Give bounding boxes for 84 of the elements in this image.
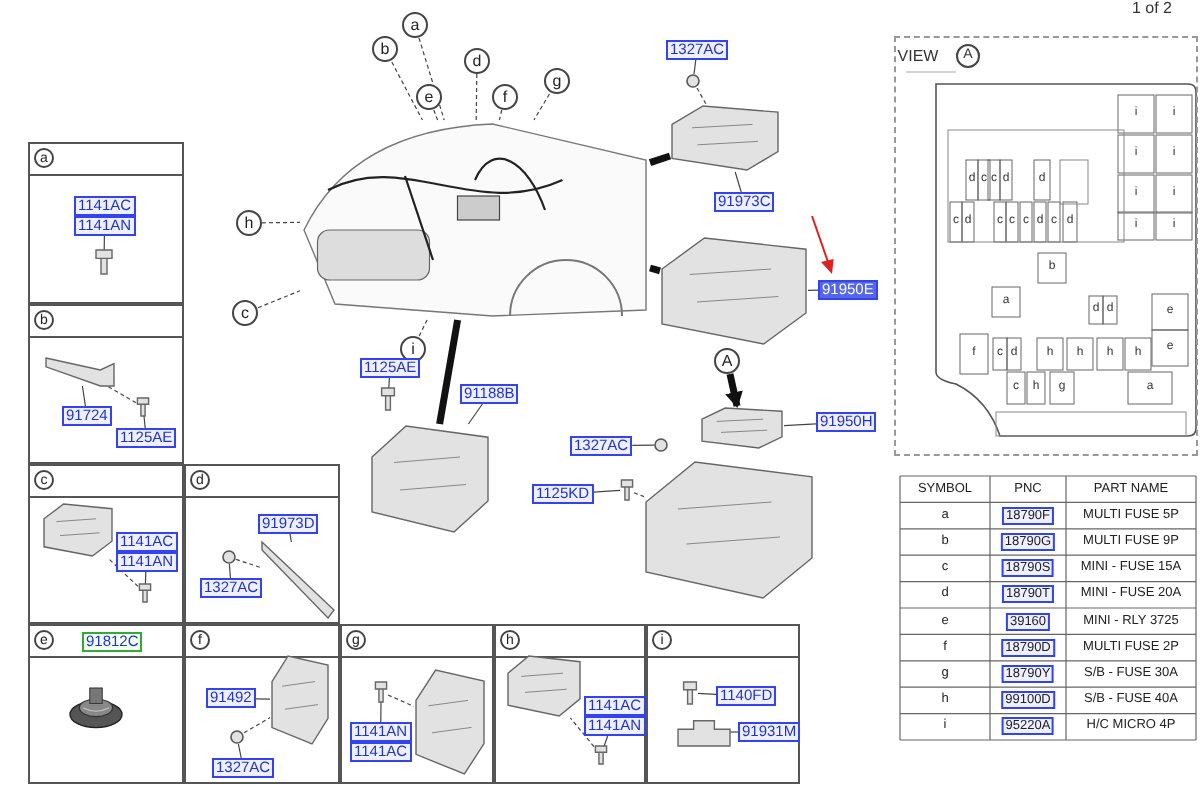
leader-line (81, 385, 86, 407)
leader-line (467, 403, 483, 425)
page-number: 1 of 2 (1132, 1, 1172, 15)
leader-line (418, 319, 428, 337)
leader-line (289, 533, 292, 543)
leader-line (697, 692, 717, 695)
leader-line (633, 492, 645, 498)
leader-line (255, 698, 271, 700)
bolt-drawing (594, 746, 608, 764)
callout-letter: A (714, 348, 740, 374)
callout-letter: b (372, 36, 398, 62)
callout-letter: c (232, 300, 258, 326)
leader-line (783, 423, 817, 427)
callout-letter: e (416, 84, 442, 110)
leader-line (237, 743, 242, 759)
nut-circle (222, 550, 236, 564)
callout-letter: h (236, 210, 262, 236)
leader-line (261, 221, 301, 224)
bolt-drawing (374, 682, 388, 702)
leader-line (433, 109, 439, 121)
bracket-drawing (42, 502, 114, 558)
leader-line (696, 87, 707, 105)
detail-panel (646, 624, 800, 784)
callout-letter: a (402, 12, 428, 38)
detail-panel (184, 464, 340, 624)
leader-line (734, 171, 742, 193)
leader-line (418, 37, 445, 121)
callout-letter: d (464, 48, 490, 74)
detail-panel (28, 624, 184, 784)
bolt-drawing (138, 584, 152, 602)
bracket-drawing (506, 654, 582, 718)
bolt-drawing (620, 480, 634, 500)
leader-line (569, 717, 595, 748)
leader-line (107, 557, 139, 587)
leader-line (143, 415, 146, 429)
arrow (725, 373, 743, 408)
leader-line (387, 694, 415, 707)
leader-line (380, 701, 382, 723)
leader-line (603, 735, 609, 747)
fuse-box-cover-drawing (660, 236, 808, 346)
relay-box-drawing (700, 406, 784, 450)
strip-drawing (262, 542, 334, 618)
leader-line (388, 377, 390, 389)
leader-line (228, 563, 231, 579)
view-title: VIEW (897, 49, 939, 63)
leader-line (631, 444, 655, 446)
detail-panel (28, 304, 184, 464)
leader-line (106, 385, 137, 404)
bolt-drawing (682, 682, 698, 704)
leader-line (498, 109, 503, 121)
bracket-drawing (670, 104, 780, 172)
leader-line (475, 73, 478, 121)
fuse-box-drawing (644, 460, 814, 600)
bolt-drawing (380, 388, 396, 410)
detail-panel (494, 624, 646, 784)
screw-drawing (94, 250, 114, 274)
leader-line (693, 59, 697, 75)
callout-letter: f (492, 84, 518, 110)
detail-panel (184, 624, 340, 784)
leader-line (533, 93, 550, 121)
detail-panel (28, 142, 184, 304)
leader-line (391, 61, 423, 121)
leader-line (243, 717, 271, 734)
leader-line (257, 290, 301, 309)
nut-circle (686, 74, 700, 88)
detail-panel (340, 624, 494, 784)
grommet-drawing (70, 688, 122, 732)
leader-line (592, 489, 621, 493)
bracket-drawing (414, 668, 486, 776)
nut-circle (230, 730, 244, 744)
leader-line (729, 731, 739, 733)
leader-line (649, 264, 661, 275)
cover-drawing (270, 654, 330, 746)
leader-line (436, 319, 462, 425)
leader-line (648, 152, 672, 166)
rod-drawing (46, 354, 114, 386)
callout-letter: g (544, 68, 570, 94)
leader-line (235, 558, 263, 569)
duct-drawing (370, 424, 490, 534)
nut-circle (654, 438, 668, 452)
bolt-drawing (136, 398, 150, 416)
clip-drawing (678, 718, 730, 746)
detail-panel (28, 464, 184, 624)
car-engine-bay-drawing (300, 120, 650, 320)
